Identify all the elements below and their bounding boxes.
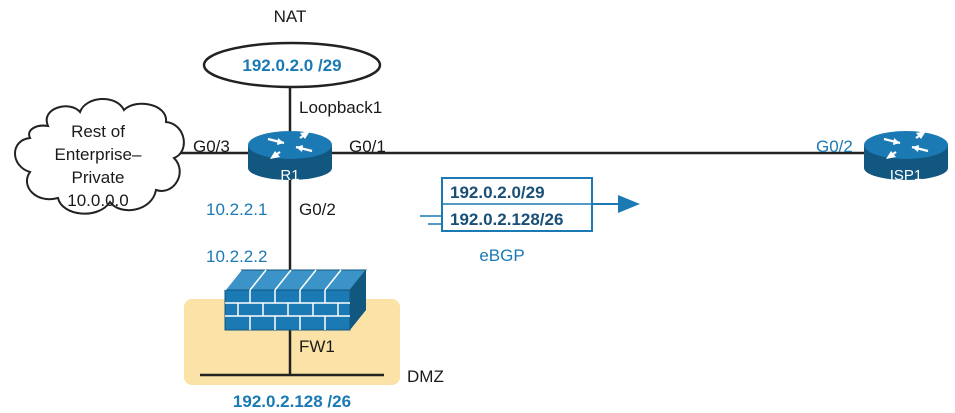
router-r1[interactable]: R1	[248, 131, 332, 184]
router-isp1[interactable]: ISP1	[864, 131, 948, 184]
brick-icon	[224, 269, 350, 330]
cloud-line-1: Rest of	[71, 122, 125, 141]
fw1-ip: 10.2.2.2	[206, 247, 267, 266]
nat-title: NAT	[274, 7, 307, 26]
fw1-name: FW1	[299, 337, 335, 356]
r1-g02-ip: 10.2.2.1	[206, 200, 267, 219]
nat-pool: 192.0.2.0 /29	[242, 56, 341, 75]
ebgp-route-1: 192.0.2.0/29	[450, 183, 545, 202]
enterprise-cloud: Rest of Enterprise– Private 10.0.0.0	[14, 97, 185, 215]
r1-g03-label: G0/3	[193, 137, 230, 156]
r1-g02-label: G0/2	[299, 200, 336, 219]
firewall-fw1[interactable]	[223, 269, 368, 331]
arrow-right-icon	[618, 195, 640, 213]
cloud-line-3: Private	[72, 168, 125, 187]
r1-name: R1	[280, 167, 299, 184]
cloud-line-4: 10.0.0.0	[67, 191, 128, 210]
cloud-line-2: Enterprise–	[55, 145, 142, 164]
nat-pool-ellipse	[202, 41, 382, 89]
ebgp-advertisement: 192.0.2.0/29 192.0.2.128/26	[420, 177, 640, 232]
ebgp-route-2: 192.0.2.128/26	[450, 210, 563, 229]
r1-g01-label: G0/1	[349, 137, 386, 156]
isp1-g02-label: G0/2	[816, 137, 853, 156]
loopback-label: Loopback1	[299, 98, 382, 117]
dmz-subnet: 192.0.2.128 /26	[233, 392, 351, 411]
isp1-name: ISP1	[890, 167, 923, 184]
ebgp-label: eBGP	[479, 246, 524, 265]
dmz-label: DMZ	[407, 367, 444, 386]
